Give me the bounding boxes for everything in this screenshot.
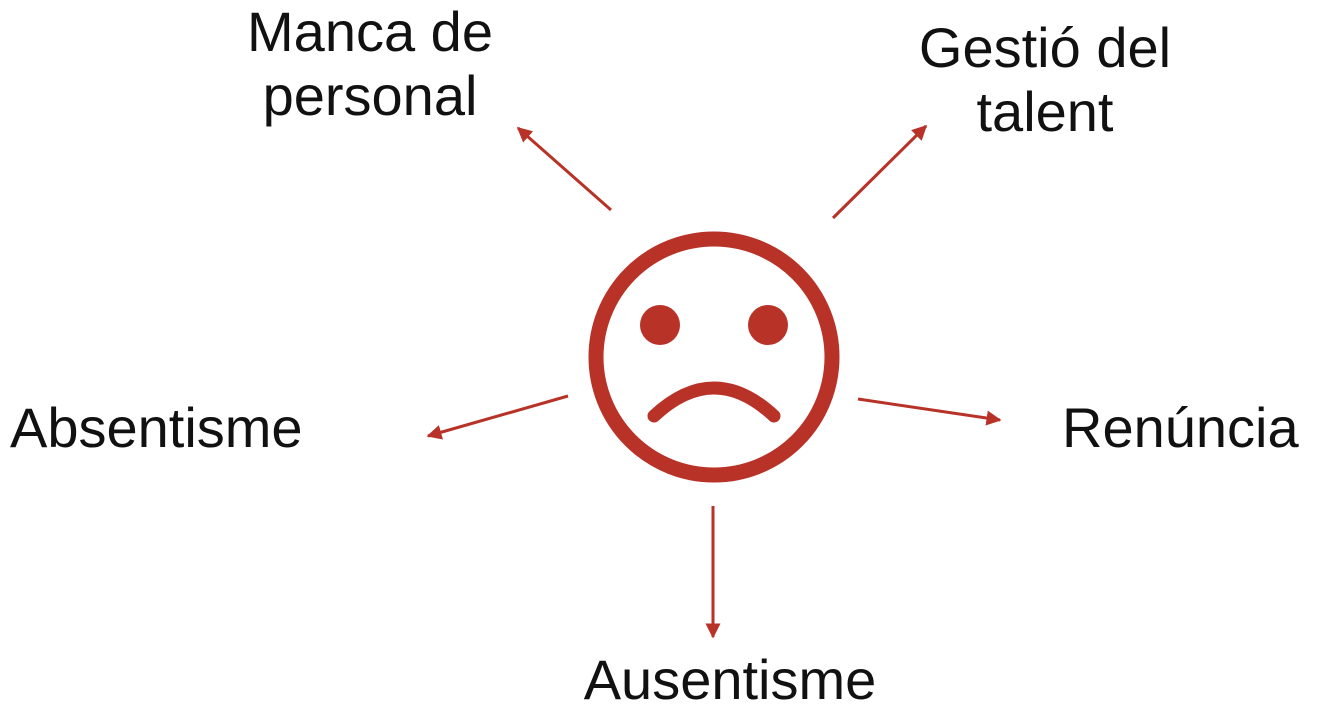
arrow-right — [857, 397, 1002, 426]
frown-mouth — [647, 381, 781, 423]
label-absentisme: Absentisme — [10, 396, 303, 459]
arrow-top-left — [516, 126, 612, 212]
arrow-top-right — [831, 124, 928, 220]
label-manca-line-1: Manca de — [247, 0, 493, 63]
label-gestio-line-2: talent — [976, 80, 1114, 143]
arrow-left — [426, 394, 569, 440]
label-manca-line-2: personal — [262, 64, 478, 127]
label-gestio-del-talent: Gestió del talent — [890, 16, 1200, 144]
right-eye — [748, 305, 788, 345]
label-ausentisme: Ausentisme — [583, 648, 877, 711]
sad-face-icon — [588, 231, 840, 483]
left-eye — [640, 305, 680, 345]
label-manca-de-personal: Manca de personal — [215, 0, 525, 128]
label-gestio-line-1: Gestió del — [918, 16, 1172, 79]
label-renuncia: Renúncia — [1062, 396, 1299, 459]
